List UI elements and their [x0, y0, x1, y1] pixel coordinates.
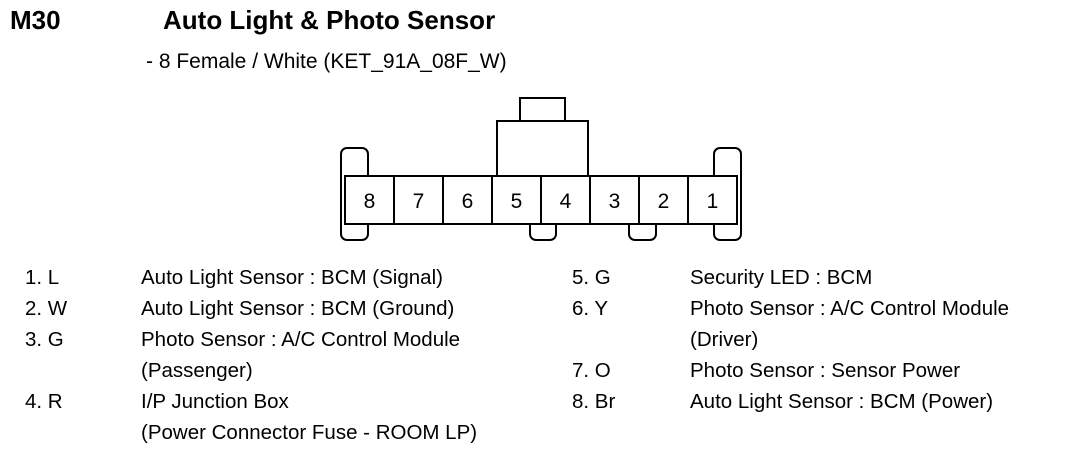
pin-number-6: 6 — [462, 190, 474, 213]
pin-cavities — [344, 175, 738, 225]
pin-description: Photo Sensor : A/C Control Module — [141, 328, 461, 351]
connector-code: M30 — [10, 5, 61, 35]
pin-description: Photo Sensor : A/C Control Module — [690, 297, 1010, 320]
pin-id: 1. L — [25, 266, 60, 289]
pin-description: Auto Light Sensor : BCM (Ground) — [141, 297, 455, 320]
pin-cavity-7 — [393, 175, 444, 225]
connector-subtitle: - 8 Female / White (KET_91A_08F_W) — [146, 50, 507, 73]
pin-id: 2. W — [25, 297, 68, 320]
pin-cavity-4 — [540, 175, 591, 225]
pin-description: (Driver) — [690, 328, 759, 351]
pin-id: 6. Y — [572, 297, 609, 320]
pin-cavity-2 — [638, 175, 689, 225]
pin-description: Auto Light Sensor : BCM (Signal) — [141, 266, 443, 289]
pin-cavity-5 — [491, 175, 542, 225]
pin-description: Photo Sensor : Sensor Power — [690, 359, 961, 382]
top-key — [519, 97, 566, 123]
pin-description: Auto Light Sensor : BCM (Power) — [690, 390, 994, 413]
pin-cavity-1 — [687, 175, 738, 225]
pin-number-1: 1 — [707, 190, 719, 213]
pin-number-4: 4 — [560, 190, 572, 213]
pin-number-8: 8 — [364, 190, 376, 213]
pin-description: (Passenger) — [141, 359, 253, 382]
pin-id: 3. G — [25, 328, 64, 351]
pin-id: 7. O — [572, 359, 611, 382]
pin-description: Security LED : BCM — [690, 266, 873, 289]
connector-title: Auto Light & Photo Sensor — [163, 5, 496, 35]
pin-number-5: 5 — [511, 190, 523, 213]
pin-cavity-8 — [344, 175, 395, 225]
pin-id: 8. Br — [572, 390, 616, 413]
pin-cavity-6 — [442, 175, 493, 225]
top-housing — [496, 120, 589, 178]
pin-description: I/P Junction Box — [141, 390, 289, 413]
pin-number-3: 3 — [609, 190, 621, 213]
pin-id: 4. R — [25, 390, 63, 413]
pin-id: 5. G — [572, 266, 611, 289]
pin-number-7: 7 — [413, 190, 425, 213]
pin-number-2: 2 — [658, 190, 670, 213]
pin-description: (Power Connector Fuse - ROOM LP) — [141, 421, 478, 444]
